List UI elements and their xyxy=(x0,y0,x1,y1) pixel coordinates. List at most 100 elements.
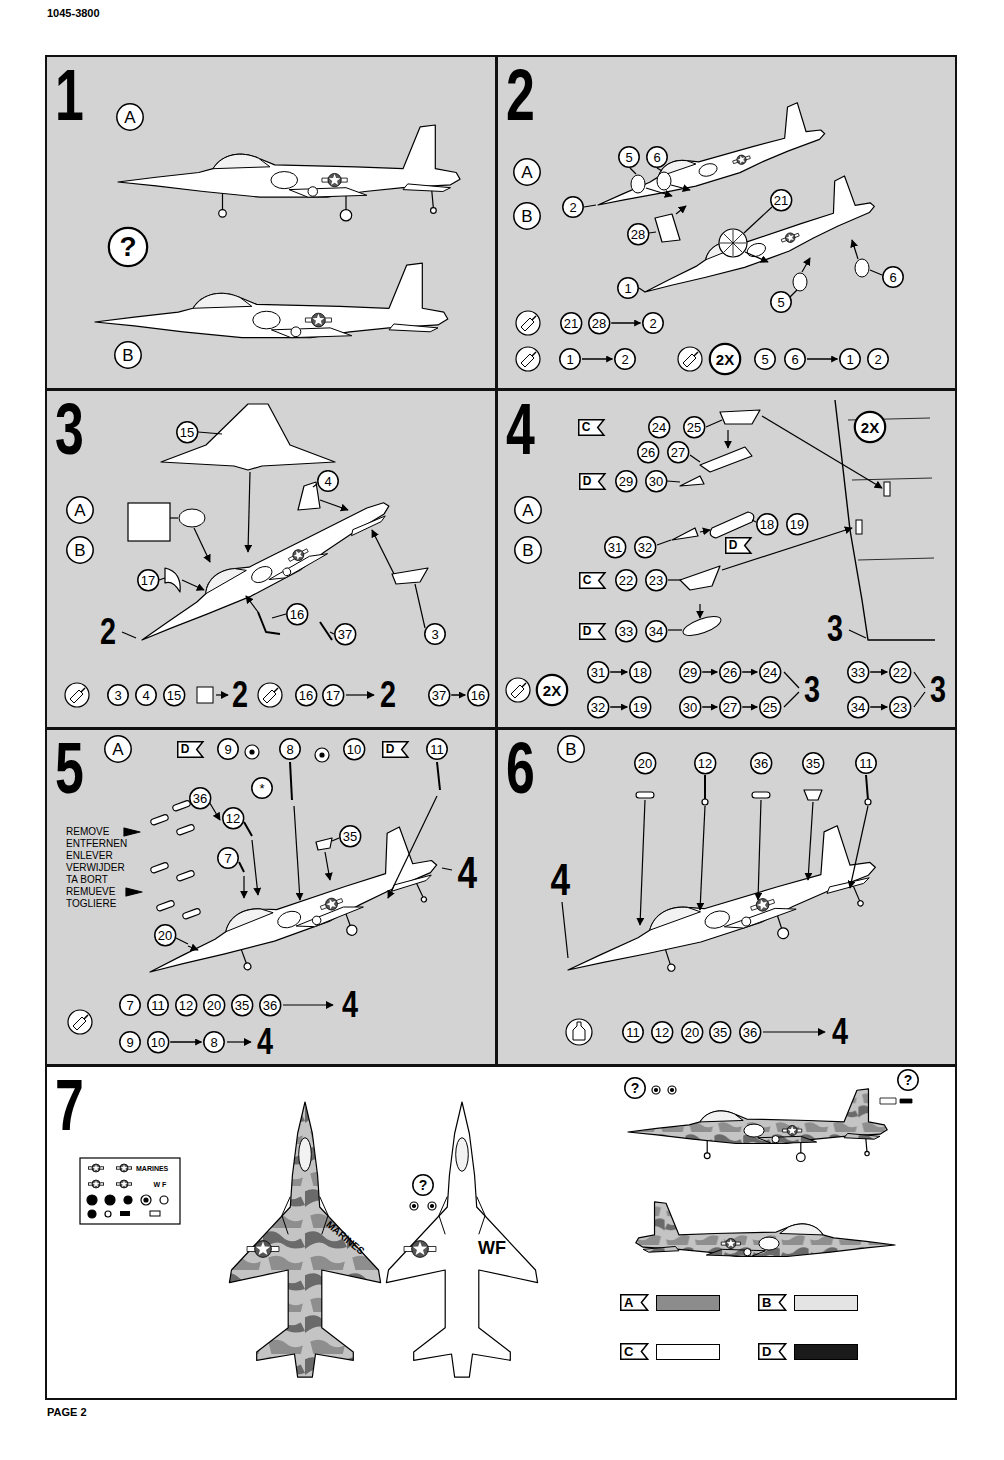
step-reference: 4 xyxy=(832,1014,848,1050)
callout-number: 4 xyxy=(317,470,339,492)
callout-text: 5 xyxy=(625,151,632,164)
callout-number: 15 xyxy=(176,421,198,443)
callout-number: 32 xyxy=(587,696,609,718)
drawing-polygon xyxy=(325,897,338,910)
drawing-polygon xyxy=(727,1239,736,1247)
drawing-path xyxy=(720,410,760,424)
drawing-path xyxy=(133,819,443,984)
callout-number: 30 xyxy=(645,470,667,492)
color-flag: A xyxy=(620,1294,648,1311)
drawing-line xyxy=(182,580,204,590)
callout-text: A xyxy=(124,109,135,126)
color-flag: B xyxy=(758,1294,786,1311)
color-key: B xyxy=(758,1294,858,1311)
callout-text: 19 xyxy=(790,518,804,531)
drawing-path xyxy=(389,324,438,332)
callout-number: 28 xyxy=(588,312,610,334)
drawing-path xyxy=(532,352,536,356)
callout-text: B xyxy=(74,542,85,559)
step-number: 7 xyxy=(55,1069,84,1141)
callout-text: 2X xyxy=(861,420,879,435)
drawing-g xyxy=(88,1164,131,1188)
callout-text: A xyxy=(112,741,123,758)
drawing-path xyxy=(900,1099,912,1103)
drawing-path xyxy=(165,568,180,592)
callout-text: 31 xyxy=(608,541,622,554)
callout-text: 6 xyxy=(653,151,660,164)
drawing-line xyxy=(188,946,198,950)
drawing-line xyxy=(227,1041,251,1042)
drawing-line xyxy=(313,484,317,487)
drawing-circle xyxy=(88,1210,96,1218)
drawing-rect xyxy=(172,800,191,812)
drawing-circle xyxy=(65,683,89,707)
callout-text: ? xyxy=(419,1178,428,1192)
callout-text: A xyxy=(522,502,533,519)
drawing-line xyxy=(699,604,700,618)
callout-text: 37 xyxy=(432,689,446,702)
drawing-path xyxy=(780,1224,823,1235)
drawing-circle xyxy=(345,924,358,937)
drawing-path xyxy=(403,184,451,192)
callout-number: 10 xyxy=(343,738,365,760)
callout-number: 24 xyxy=(759,661,781,683)
drawing-line xyxy=(668,629,682,630)
version-letter: B xyxy=(513,202,541,230)
drawing-rect xyxy=(150,814,169,826)
drawing-polygon xyxy=(413,1241,427,1255)
callout-number: 7 xyxy=(119,994,141,1016)
callout-text: 20 xyxy=(158,929,172,942)
callout-number: 2 xyxy=(614,348,636,370)
callout-text: 31 xyxy=(591,666,605,679)
drawing-path xyxy=(477,1197,485,1235)
callout-text: 35 xyxy=(235,999,249,1012)
step-reference: 4 xyxy=(257,1024,273,1060)
drawing-rect xyxy=(156,900,175,912)
drawing-line xyxy=(216,694,228,695)
drawing-polygon xyxy=(313,314,325,325)
drawing-path xyxy=(551,819,880,984)
callout-text: 3 xyxy=(114,689,121,702)
callout-number: 2 xyxy=(867,348,889,370)
drawing-rect xyxy=(128,503,170,541)
arrow-connector xyxy=(582,358,613,360)
drawing-circle xyxy=(755,897,771,913)
drawing-circle xyxy=(250,750,254,754)
callout-number: 11 xyxy=(622,1021,644,1043)
drawing-rect xyxy=(496,389,957,729)
callout-number: 24 xyxy=(648,416,670,438)
callout-number: 34 xyxy=(645,620,667,642)
callout-number: 16 xyxy=(295,684,317,706)
callout-text: 20 xyxy=(685,1026,699,1039)
drawing-path xyxy=(241,950,246,964)
drawing-line xyxy=(667,481,680,482)
version-letter: A xyxy=(514,496,542,524)
drawing-line xyxy=(763,1031,825,1032)
drawing-circle xyxy=(320,753,324,757)
drawing-line xyxy=(332,838,339,841)
drawing-polygon xyxy=(93,1164,100,1171)
drawing-circle xyxy=(796,1153,805,1162)
drawing-line xyxy=(849,630,866,638)
callout-text: 15 xyxy=(167,689,181,702)
callout-number: 12 xyxy=(222,807,244,829)
drawing-ellipse xyxy=(275,908,303,931)
version-letter: A xyxy=(116,103,144,131)
drawing-path xyxy=(631,170,879,302)
drawing-circle xyxy=(776,926,790,940)
drawing-circle xyxy=(741,916,752,927)
drawing-g xyxy=(133,819,450,1004)
drawing-path xyxy=(222,193,223,210)
drawing-circle xyxy=(315,748,329,762)
callout-text: 11 xyxy=(859,757,873,770)
callout-text: 7 xyxy=(224,852,231,865)
drawing-line xyxy=(700,806,705,910)
drawing-line xyxy=(415,584,425,628)
callout-number: 11 xyxy=(426,738,448,760)
callout-text: 16 xyxy=(290,608,304,621)
drawing-path xyxy=(825,874,870,895)
callout-text: 28 xyxy=(631,228,645,241)
drawing-ellipse xyxy=(631,175,645,193)
callout-text: 36 xyxy=(743,1026,757,1039)
callout-number: 8 xyxy=(279,738,301,760)
